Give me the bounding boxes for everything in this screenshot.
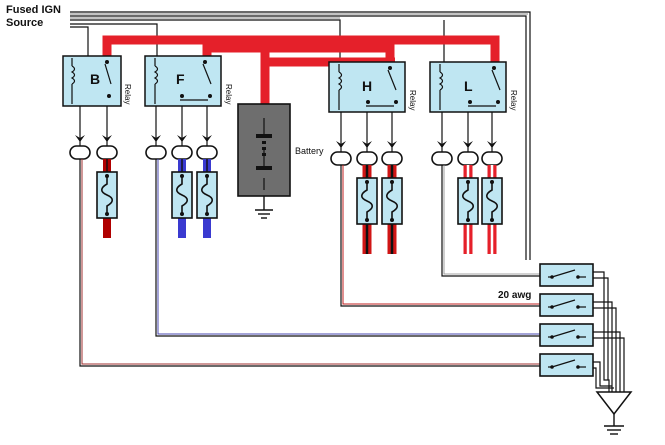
relay-l-caption: Relay <box>509 90 518 110</box>
fuses <box>96 171 503 225</box>
relay-h-letter: H <box>362 78 372 94</box>
ground-icon <box>595 391 633 435</box>
output-wires <box>103 159 497 254</box>
source-label-line1: Fused IGN <box>6 4 61 16</box>
switch-control-wires <box>79 159 540 367</box>
connector-arrows <box>75 135 497 148</box>
relay-b-caption: Relay <box>123 84 132 104</box>
relay-l-letter: L <box>464 78 473 94</box>
relay-f-letter: F <box>176 71 185 87</box>
relay-h-caption: Relay <box>408 90 417 110</box>
switches <box>539 263 594 377</box>
relay-h: H <box>328 61 406 113</box>
relay-b-letter: B <box>90 71 100 87</box>
relay-f: F <box>144 55 222 107</box>
source-label-line2: Source <box>6 17 43 29</box>
battery-ground-icon <box>255 209 273 219</box>
switch-ground-wires <box>593 271 625 392</box>
relay-b: B <box>62 55 122 107</box>
relay-l: L <box>429 61 507 113</box>
battery-label: Battery <box>295 146 324 156</box>
relay-f-caption: Relay <box>224 84 233 104</box>
wire-gauge-label: 20 awg <box>498 290 531 301</box>
battery <box>237 103 291 219</box>
